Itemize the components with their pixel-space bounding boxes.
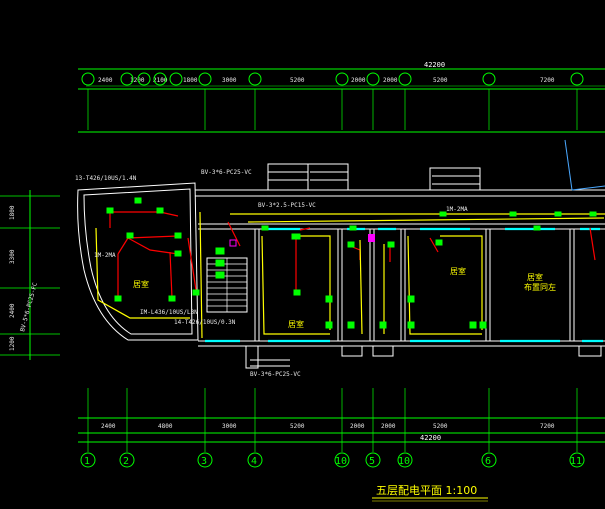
bottom-dim-2: 4800 [158, 423, 173, 430]
axis-label-9: 11 [570, 456, 582, 467]
bottom-dim-3: 3000 [222, 423, 237, 430]
top-dim-10: 7200 [540, 77, 555, 84]
room-labels: 居室 居室 居室 居室 布置同左 [133, 266, 556, 329]
bottom-dim-1: 2400 [101, 423, 116, 430]
bottom-dim-4: 5200 [290, 423, 305, 430]
top-dim-1: 2400 [98, 77, 113, 84]
left-dimension-chain: 1800 3300 2400 1200 BV-5*6-PC25-FC [0, 190, 60, 360]
room-label-3: 居室 [450, 266, 466, 276]
magenta-marker [368, 234, 375, 242]
wire-label-bottom-mid: 14-T426/10US/0.3N [174, 319, 236, 326]
top-dim-6: 5200 [290, 77, 305, 84]
wire-label-bv-mid: BV-3*2.5-PC15-VC [258, 202, 316, 209]
axis-label-8: 6 [485, 456, 491, 467]
magenta-junction [229, 239, 237, 247]
axis-label-3: 3 [201, 456, 207, 467]
room-label-1: 居室 [133, 279, 149, 289]
axis-label-6: 5 [369, 456, 375, 467]
top-dim-5: 3000 [222, 77, 237, 84]
wire-label-bv-top: BV-3*6-PC25-VC [201, 169, 252, 176]
wire-label-top-left: 13-T426/10US/1.4N [75, 175, 137, 182]
left-dim-3: 2400 [9, 303, 16, 318]
top-dim-3: 2100 [153, 77, 168, 84]
top-dim-2: 1200 [130, 77, 145, 84]
bottom-total-dimension: 42200 [420, 434, 441, 442]
top-dim-9: 5200 [433, 77, 448, 84]
axis-label-1: 1 [84, 456, 90, 467]
axis-label-4: 4 [251, 456, 257, 467]
axis-label-5: 10 [335, 456, 347, 467]
room-label-4: 居室 [527, 272, 543, 282]
wire-label-left-lamp: 1M-2MA [94, 252, 116, 259]
left-dim-1: 1800 [9, 205, 16, 220]
bottom-dim-8: 7200 [540, 423, 555, 430]
building-walls [77, 163, 605, 369]
room-label-4-sub: 布置同左 [524, 282, 556, 292]
fixtures-green [106, 197, 597, 329]
drawing-title: 五层配电平面 1:100 [376, 484, 477, 497]
bottom-dim-6: 2000 [381, 423, 396, 430]
wire-label-bottom-left: IM-L436/10US/L3N [140, 309, 198, 316]
power-circuits-yellow [95, 211, 605, 339]
left-dim-2: 3300 [9, 249, 16, 264]
bottom-dimension-chain: 2400 4800 3000 5200 2000 2000 5200 7200 … [78, 388, 605, 468]
axis-label-7: 10 [398, 456, 410, 467]
wire-annotations: 13-T426/10US/1.4N BV-3*6-PC25-VC BV-3*2.… [75, 169, 468, 378]
left-dim-4: 1200 [9, 336, 16, 351]
top-total-dimension: 42200 [424, 61, 445, 69]
bottom-dim-5: 2000 [350, 423, 365, 430]
axis-label-2: 2 [123, 456, 129, 467]
top-dim-4: 1800 [183, 77, 198, 84]
wire-label-ref-small: 1M-2MA [446, 206, 468, 213]
bottom-dim-7: 5200 [433, 423, 448, 430]
room-label-2: 居室 [288, 319, 304, 329]
lighting-circuits-red [109, 211, 596, 299]
top-dimension-chain: 42200 2400 1200 2100 1800 3000 5200 2000… [78, 61, 605, 133]
top-dim-7: 2000 [351, 77, 366, 84]
vertical-feeder-label: BV-5*6-PC25-FC [19, 281, 39, 332]
top-dim-8: 2000 [383, 77, 398, 84]
wire-label-bv-bottom: BV-3*6-PC25-VC [250, 371, 301, 378]
drawing-title-block: 五层配电平面 1:100 [372, 484, 488, 502]
